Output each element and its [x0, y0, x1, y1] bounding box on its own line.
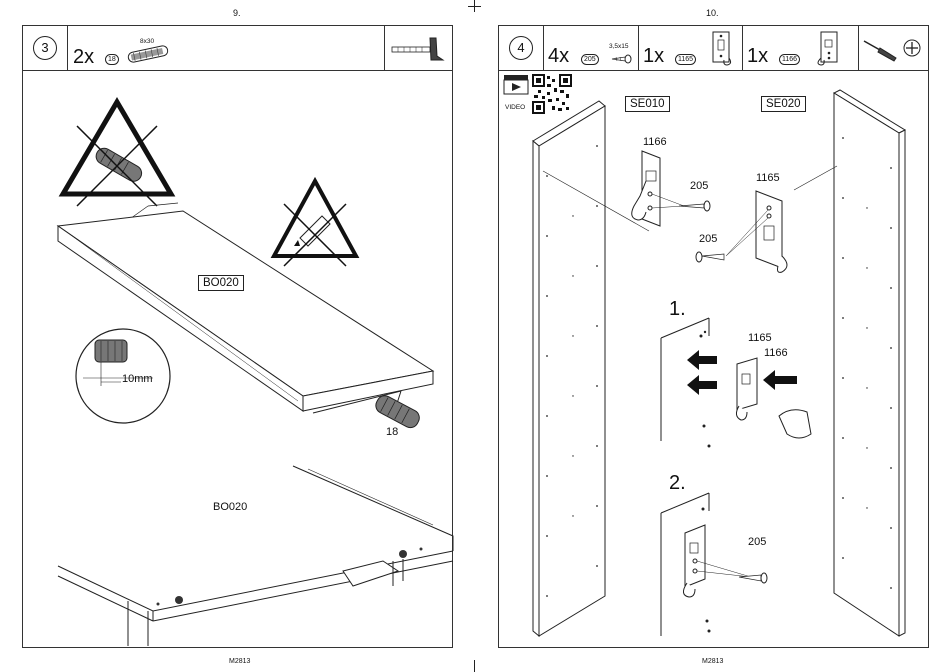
page-number: 9.	[233, 8, 241, 18]
no-hammer-warning-icon	[57, 96, 177, 201]
right-step-frame: 4 4x 205 3,5x15 1x 1165 1x 1166	[498, 25, 929, 648]
divider	[543, 26, 544, 70]
part-label: 1165	[756, 172, 780, 184]
hinge-plate-1166-icon	[811, 30, 845, 68]
part-quantity: 1x	[643, 45, 664, 68]
part-number-badge: 205	[581, 54, 599, 65]
video-label: VIDEO	[505, 104, 525, 111]
step-number: 4	[509, 36, 533, 60]
step-header: 3 2x 18 8x30	[23, 26, 452, 71]
footer-code: M2813	[229, 658, 250, 665]
panel-label: SE010	[625, 96, 670, 112]
part-label: 1166	[764, 347, 788, 359]
video-icon	[503, 74, 529, 96]
part-label: 1166	[643, 136, 667, 148]
step-number: 3	[33, 36, 57, 60]
panel-label: SE020	[761, 96, 806, 112]
board-label: BO020	[213, 501, 247, 513]
hinge-plate-1165-icon	[707, 30, 741, 68]
divider	[67, 26, 68, 70]
part-number-badge: 1165	[675, 54, 696, 65]
crop-mark	[474, 660, 475, 672]
footer-code: M2813	[702, 658, 723, 665]
assembly-illustration	[53, 461, 453, 646]
part-label: 1165	[748, 332, 772, 344]
left-step-frame: 3 2x 18 8x30	[22, 25, 453, 648]
page-number: 10.	[706, 8, 719, 18]
divider	[858, 26, 859, 70]
part-label: 205	[699, 233, 717, 245]
measurement-label: 10mm	[122, 373, 153, 385]
screw-icon	[611, 53, 633, 65]
side-panel-left	[529, 96, 619, 641]
divider	[638, 26, 639, 70]
part-number-badge: 18	[105, 54, 119, 65]
part-quantity: 2x	[73, 46, 94, 69]
crop-mark	[468, 6, 481, 7]
part-size: 3,5x15	[609, 43, 629, 50]
substep-2-illustration	[659, 491, 779, 641]
phillips-bit-icon	[902, 38, 922, 58]
hinge-1165-illustration	[694, 186, 804, 276]
part-quantity: 4x	[548, 45, 569, 68]
part-quantity: 1x	[747, 45, 768, 68]
board-label: BO020	[198, 275, 244, 291]
step-header: 4 4x 205 3,5x15 1x 1165 1x 1166	[499, 26, 928, 71]
part-label: 205	[748, 536, 766, 548]
divider	[384, 26, 385, 70]
dowel-icon	[126, 44, 171, 64]
divider	[742, 26, 743, 70]
hammer-icon	[390, 34, 446, 64]
part-number-badge: 1166	[779, 54, 800, 65]
screwdriver-icon	[862, 36, 902, 62]
substep-1-illustration	[659, 316, 819, 456]
dowel-label: 18	[386, 426, 398, 438]
side-panel-right	[829, 88, 909, 640]
